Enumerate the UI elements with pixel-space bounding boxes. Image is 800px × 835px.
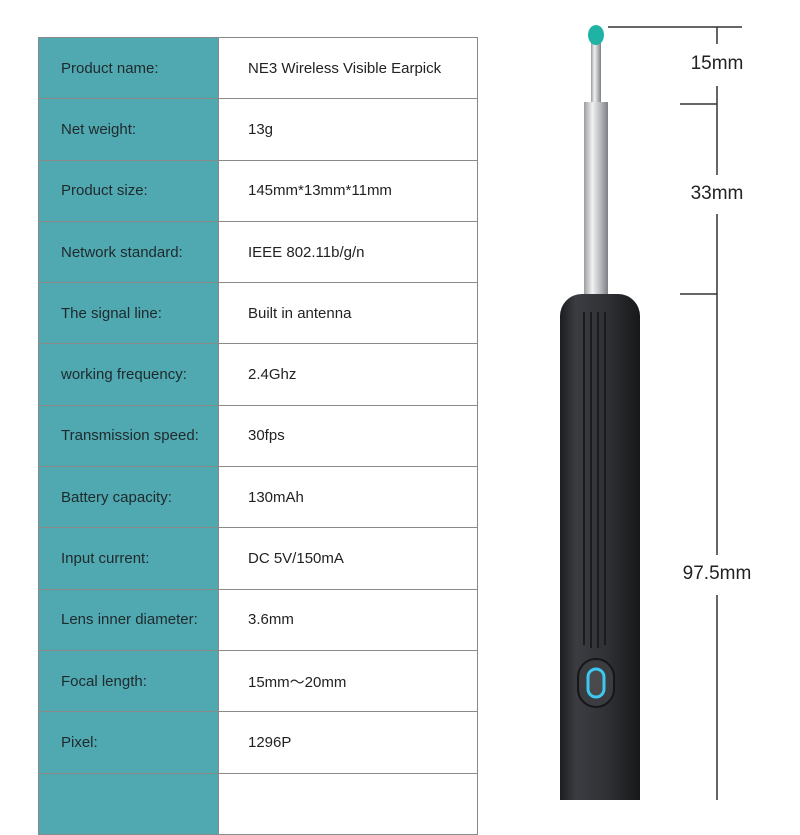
earpick-body: [560, 294, 640, 800]
spec-row: Lens inner diameter:3.6mm: [39, 589, 478, 651]
spec-row: Pixel:1296P: [39, 712, 478, 774]
spec-row: Product size:145mm*13mm*11mm: [39, 160, 478, 222]
spec-value: 130mAh: [219, 467, 478, 528]
spec-label: Product name:: [39, 38, 219, 99]
spec-label: working frequency:: [39, 344, 219, 405]
body-length-label: 97.5mm: [682, 563, 752, 584]
spec-value: 30fps: [219, 405, 478, 467]
spec-row: Input current:DC 5V/150mA: [39, 528, 478, 590]
spec-label: Product size:: [39, 160, 219, 221]
spec-row: Focal length:15mm～20mm: [39, 650, 478, 713]
spec-label: Battery capacity:: [39, 467, 219, 528]
spec-label: Focal length:: [39, 650, 219, 712]
spec-value: Built in antenna: [219, 283, 478, 344]
spec-row: Network standard:IEEE 802.11b/g/n: [39, 221, 478, 284]
spec-value: IEEE 802.11b/g/n: [219, 221, 478, 283]
spec-row: working frequency:2.4Ghz: [39, 344, 478, 406]
spec-label: Net weight:: [39, 99, 219, 160]
spec-row: The signal line:Built in antenna: [39, 283, 478, 345]
spec-value: 1296P: [219, 712, 478, 773]
spec-label: Transmission speed:: [39, 405, 219, 467]
spec-label: Input current:: [39, 528, 219, 589]
spec-value: DC 5V/150mA: [219, 528, 478, 589]
spec-value: 15mm～20mm: [219, 650, 478, 712]
spec-row: Product name:NE3 Wireless Visible Earpic…: [39, 38, 478, 100]
spec-value: 2.4Ghz: [219, 344, 478, 405]
spec-value: 3.6mm: [219, 589, 478, 650]
earpick-shaft: [584, 42, 608, 302]
spec-label: Lens inner diameter:: [39, 589, 219, 650]
power-button[interactable]: [577, 658, 615, 708]
spec-value: NE3 Wireless Visible Earpick: [219, 38, 478, 99]
spec-label: The signal line:: [39, 283, 219, 344]
shaft-length-label: 33mm: [690, 183, 744, 204]
spec-value: 13g: [219, 99, 478, 160]
spec-row: Net weight:13g: [39, 99, 478, 161]
spec-row: Transmission speed:30fps: [39, 405, 478, 468]
earpick-device-image: [560, 25, 742, 800]
spec-value: 145mm*13mm*11mm: [219, 160, 478, 221]
spec-table: Product name:NE3 Wireless Visible Earpic…: [38, 37, 478, 835]
tip-length-label: 15mm: [690, 53, 744, 74]
dimension-lines: [608, 26, 742, 800]
spec-label: Network standard:: [39, 221, 219, 283]
spec-row: Battery capacity:130mAh: [39, 467, 478, 529]
spec-label: Pixel:: [39, 712, 219, 773]
earpick-tip: [588, 25, 604, 45]
